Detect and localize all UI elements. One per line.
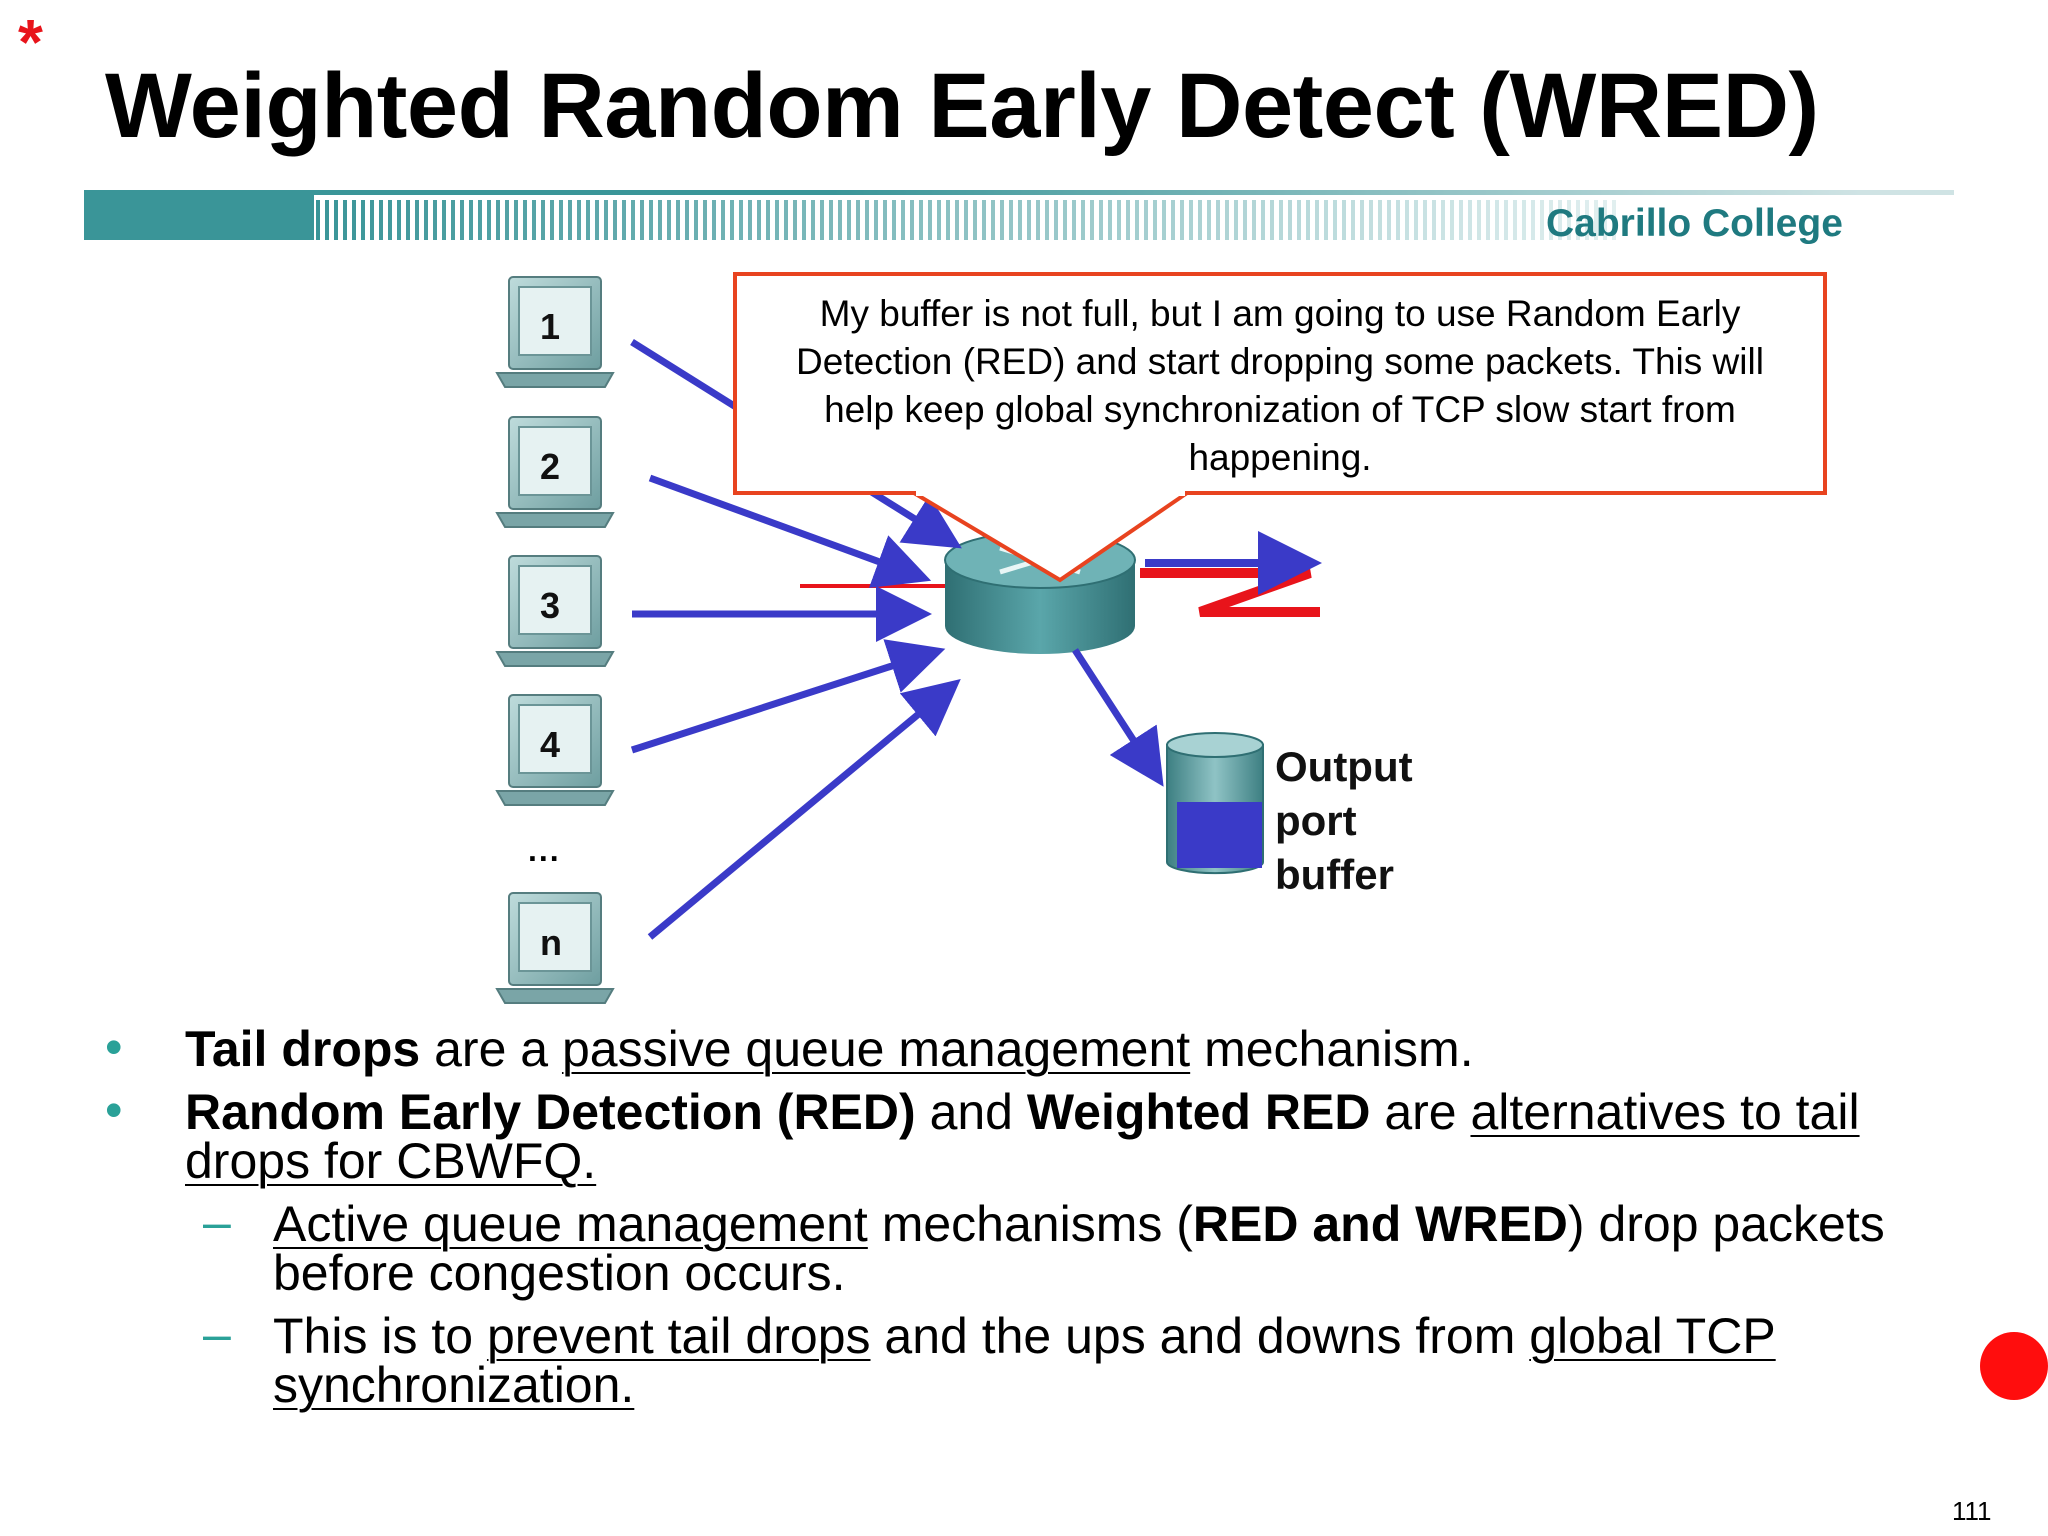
bullet-list: • Tail drops are a passive queue managem… — [105, 1019, 1985, 1424]
subbullet-prevent-tail-drops: – This is to prevent tail drops and the … — [203, 1306, 1776, 1413]
red-dot-marker — [1980, 1332, 2048, 1400]
callout-box: My buffer is not full, but I am going to… — [733, 272, 1827, 495]
host-label: 4 — [540, 724, 560, 765]
output-buffer-icon — [1166, 732, 1264, 875]
slide-title: Weighted Random Early Detect (WRED) — [105, 55, 1819, 157]
host-n: n — [495, 892, 615, 1004]
bullet-dot: • — [105, 1082, 123, 1138]
brand-name: Cabrillo College — [1546, 202, 1843, 245]
host-label: 1 — [540, 306, 560, 347]
serial-link-icon — [1140, 568, 1320, 617]
header-banner — [84, 190, 1954, 240]
more-hosts-ellipsis: ... — [528, 832, 561, 868]
host-2: 2 — [495, 416, 615, 528]
bullet-tail-drops: • Tail drops are a passive queue managem… — [105, 1019, 1474, 1077]
bullet-red-wred: • Random Early Detection (RED) and Weigh… — [105, 1082, 1860, 1189]
buffer-arrow — [1072, 648, 1164, 787]
host-3: 3 — [495, 555, 615, 667]
output-buffer-label: Output port buffer — [1275, 743, 1413, 898]
host-1: 1 — [495, 276, 615, 388]
flow-arrow-2 — [648, 474, 932, 588]
flow-arrow-n — [647, 679, 961, 940]
host-label: n — [540, 922, 562, 963]
slide-marker: * — [18, 6, 43, 78]
host-4: 4 — [495, 694, 615, 806]
subbullet-dash: – — [203, 1306, 231, 1362]
host-label: 2 — [540, 446, 560, 487]
bullet-dot: • — [105, 1019, 123, 1075]
subbullet-dash: – — [203, 1194, 231, 1250]
page-number: 111 — [1952, 1496, 1992, 1526]
host-label: 3 — [540, 585, 560, 626]
flow-arrow-4 — [630, 639, 946, 754]
subbullet-active-queue: – Active queue management mechanisms (RE… — [203, 1194, 1885, 1301]
